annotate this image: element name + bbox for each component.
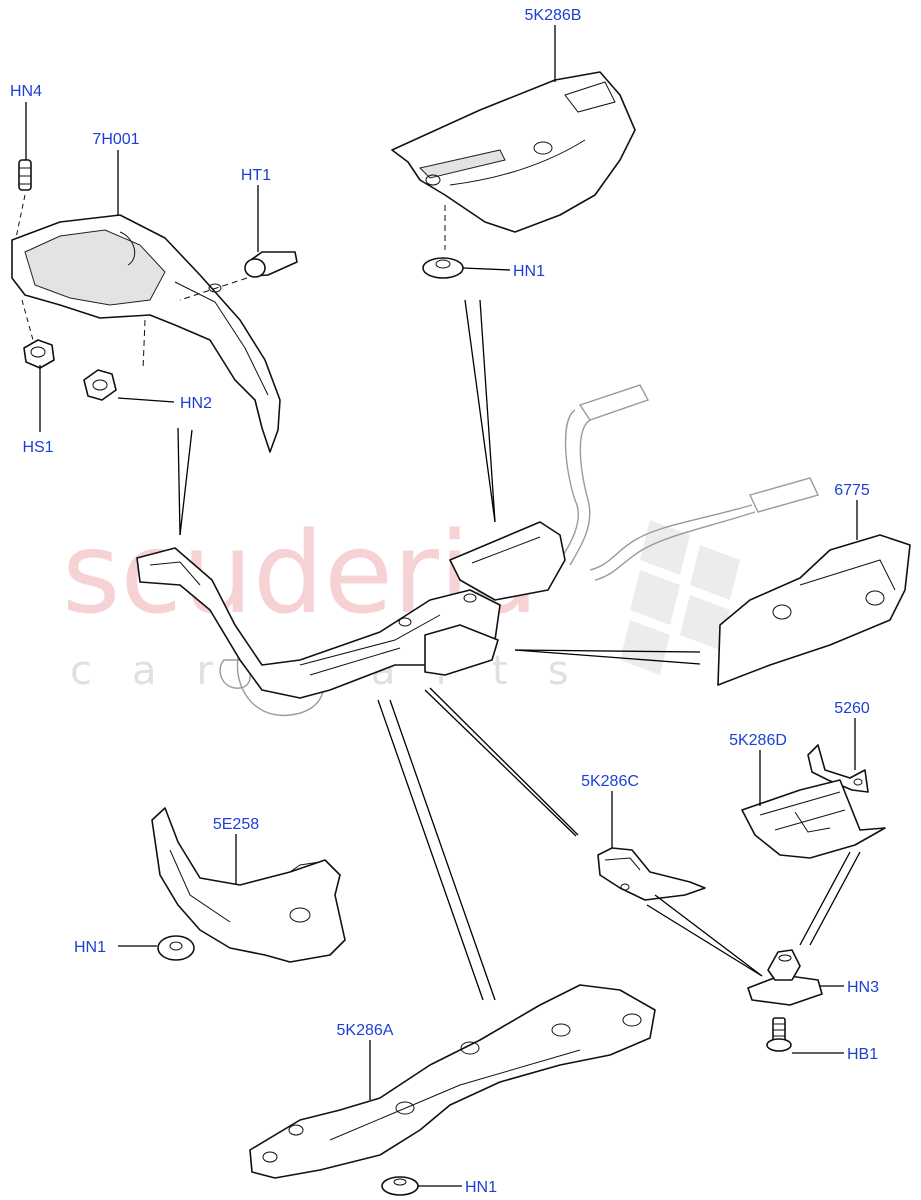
callout-labels: HN4 7H001 HT1 HS1 HN2 5K286B HN1 6775 52… [10, 7, 879, 1196]
heat-shield-6775 [717, 534, 911, 686]
heat-shield-5k286b [391, 71, 636, 250]
explosion-guide-lines [177, 299, 861, 1001]
callout-ht1: HT1 [241, 167, 271, 184]
leader-lines [25, 25, 858, 1187]
callout-5k286b: 5K286B [525, 7, 582, 24]
stud-ht1 [179, 251, 298, 301]
heat-shield-5k286c [597, 847, 706, 901]
nut-hn3 [747, 949, 823, 1006]
clip-hn1-bottom [381, 1176, 419, 1196]
callout-hn1-top: HN1 [513, 263, 545, 280]
heat-shield-5k286a [249, 984, 656, 1179]
nut-hn2 [83, 319, 146, 401]
heat-shield-7h001 [11, 214, 281, 453]
callout-hn3: HN3 [847, 979, 879, 996]
callout-6775: 6775 [834, 482, 870, 499]
callout-hn1-bottom: HN1 [465, 1179, 497, 1196]
bolt-hb1 [766, 1017, 792, 1052]
callout-7h001: 7H001 [92, 131, 139, 148]
nut-hs1 [21, 299, 55, 369]
callout-5k286a: 5K286A [337, 1022, 394, 1039]
assembled-heat-shields [136, 521, 566, 699]
callout-hn1-left: HN1 [74, 939, 106, 956]
callout-5e258: 5E258 [213, 816, 259, 833]
callout-hb1: HB1 [847, 1046, 878, 1063]
callout-5k286d: 5K286D [729, 732, 787, 749]
heat-shield-5k286d [741, 779, 886, 859]
callout-hn2: HN2 [180, 395, 212, 412]
callout-hn4: HN4 [10, 83, 42, 100]
bracket-5260 [807, 744, 869, 793]
callout-hs1: HS1 [22, 439, 53, 456]
clip-hn1-left [157, 935, 195, 961]
callout-5260: 5260 [834, 700, 870, 717]
clip-hn1-top [422, 257, 464, 279]
callout-5k286c: 5K286C [581, 773, 639, 790]
stud-hn4 [15, 159, 32, 239]
heat-shield-5e258 [151, 807, 346, 963]
